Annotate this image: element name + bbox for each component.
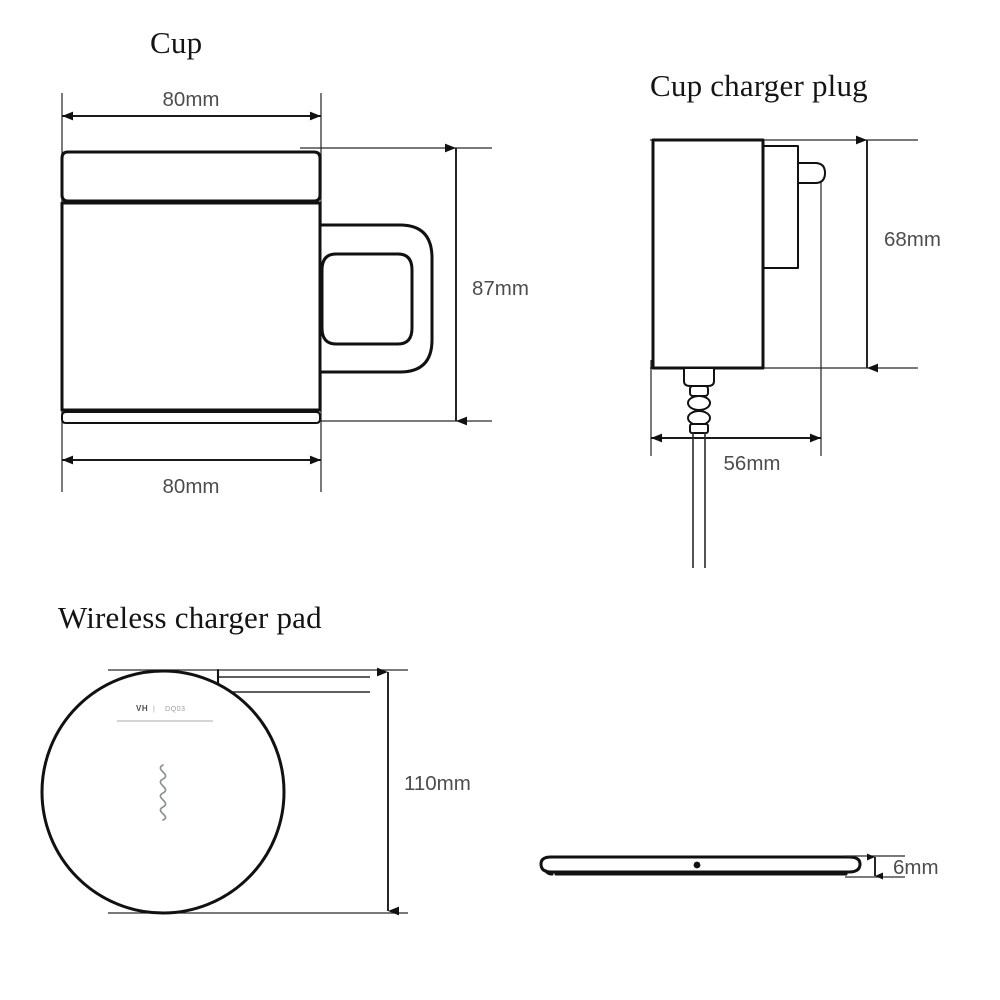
pad-title: Wireless charger pad <box>58 600 322 635</box>
cup-base-foot <box>61 411 321 424</box>
plug-width-label: 56mm <box>724 452 781 475</box>
plug-neck-block <box>761 145 799 269</box>
plug-section: Cup charger plug 68mm 56mm <box>650 68 941 568</box>
plug-strain-relief-rib-1 <box>689 385 709 397</box>
pad-section: Wireless charger pad 110mm VH | DQ03 <box>40 600 471 916</box>
pad-logo-separator: | <box>153 704 155 713</box>
cup-section: Cup 80mm 80mm 87mm <box>60 25 529 498</box>
pad-side-profile <box>539 855 862 874</box>
cup-handle-inner-hole <box>320 252 414 346</box>
plug-strain-relief-collar <box>683 367 715 387</box>
plug-strain-relief-rib-2 <box>687 395 711 411</box>
led-indicator-dot <box>693 861 701 869</box>
plug-strain-relief-rib-4 <box>689 423 709 434</box>
plug-body <box>651 138 765 370</box>
cup-bottom-width-label: 80mm <box>163 475 220 498</box>
cup-top-width-label: 80mm <box>163 88 220 111</box>
cup-lid <box>60 150 322 203</box>
wireless-coil-icon <box>159 764 167 821</box>
pad-logo-brand: VH <box>136 704 148 713</box>
pad-thickness-label: 6mm <box>893 856 939 879</box>
pad-disc <box>40 669 286 915</box>
plug-strain-relief-rib-3 <box>687 410 711 426</box>
pad-side-view-section: 6mm <box>539 853 939 880</box>
plug-height-label: 68mm <box>884 228 941 251</box>
cup-body <box>60 201 322 412</box>
pad-diameter-label: 110mm <box>404 772 471 795</box>
cup-title: Cup <box>150 25 202 60</box>
cup-height-label: 87mm <box>472 277 529 300</box>
pad-side-bottom-shadow <box>544 869 848 876</box>
plug-title: Cup charger plug <box>650 68 868 103</box>
pad-logo-model: DQ03 <box>165 704 185 713</box>
